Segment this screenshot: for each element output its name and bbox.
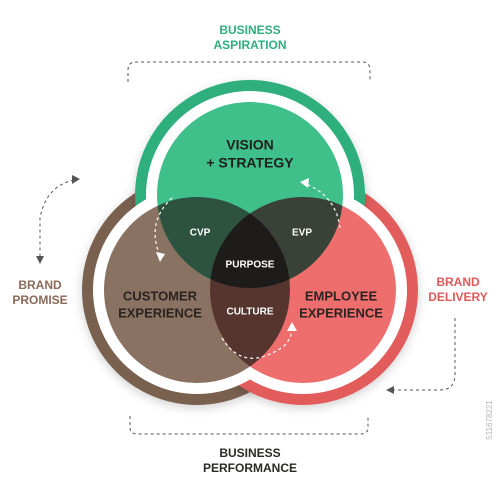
- label-customer-experience: EXPERIENCE: [118, 305, 202, 320]
- label-employee-experience: EXPERIENCE: [299, 305, 383, 320]
- watermark-id: 511678221: [485, 400, 494, 440]
- label-brand-delivery-line2: DELIVERY: [428, 290, 488, 304]
- label-business-aspiration-line2: ASPIRATION: [213, 38, 286, 52]
- arrowhead-vision: [300, 178, 309, 188]
- label-culture: CULTURE: [226, 307, 273, 318]
- bracket-business-aspiration: [127, 61, 371, 82]
- label-business-aspiration-line1: BUSINESS: [219, 23, 280, 37]
- label-strategy: + STRATEGY: [206, 155, 294, 171]
- outer-connectors: [39, 61, 456, 435]
- arrowhead-brand-promise: [36, 256, 44, 264]
- label-brand-promise-line1: BRAND: [18, 278, 62, 292]
- label-employee: EMPLOYEE: [305, 288, 378, 303]
- connector-brand-delivery: [392, 318, 456, 391]
- arrowhead-cvp: [156, 252, 165, 262]
- label-business-performance-line2: PERFORMANCE: [203, 461, 297, 475]
- label-purpose: PURPOSE: [226, 260, 275, 271]
- bracket-business-performance: [129, 416, 369, 435]
- arrowhead-brand-delivery: [386, 386, 394, 394]
- outer-arrowheads: [36, 175, 394, 394]
- label-cvp: CVP: [190, 228, 211, 239]
- inner-arrowheads: [156, 178, 309, 331]
- arrow-cvp-to-customer: [154, 197, 173, 257]
- label-brand-promise-line2: PROMISE: [12, 293, 67, 307]
- inner-arrows: [154, 183, 341, 359]
- label-customer: CUSTOMER: [123, 288, 198, 303]
- label-business-performance-line1: BUSINESS: [219, 446, 280, 460]
- label-vision: VISION: [226, 137, 273, 153]
- arrowhead-culture: [287, 322, 297, 331]
- label-brand-delivery-line1: BRAND: [436, 275, 480, 289]
- label-evp: EVP: [292, 228, 312, 239]
- arrowhead-brand-promise-top: [72, 175, 80, 184]
- arrow-culture-to-employee: [221, 327, 293, 359]
- connector-brand-promise: [39, 179, 75, 258]
- overlap-purpose: [210, 197, 290, 288]
